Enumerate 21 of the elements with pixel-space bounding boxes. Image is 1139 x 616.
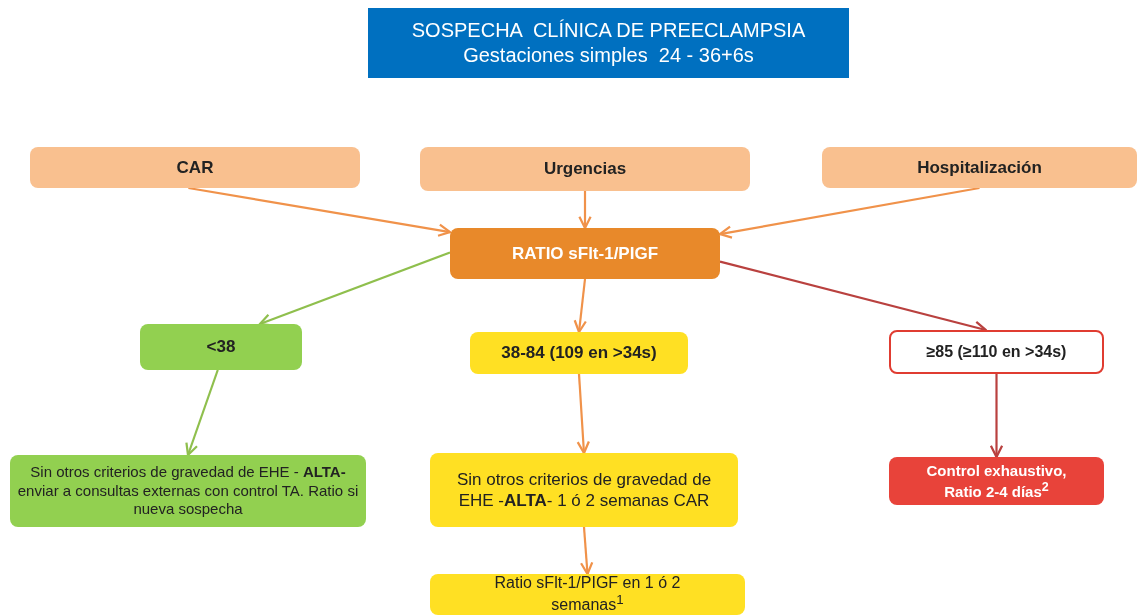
- result-box: 38-84 (109 en >34s): [470, 332, 688, 374]
- source-box: Hospitalización: [822, 147, 1137, 188]
- arrow: [578, 191, 592, 230]
- action-box: Sin otros criterios de gravedad de EHE -ALTA- 1 ó 2 semanas CAR: [430, 453, 738, 527]
- arrow: [188, 186, 452, 237]
- arrow: [576, 373, 590, 455]
- action-box: Sin otros criterios de gravedad de EHE - ALTA- enviar a consultas externas con control TA. Ratio si nueva sospecha: [10, 455, 366, 527]
- source-box: CAR: [30, 147, 360, 188]
- arrow: [573, 278, 587, 334]
- arrow: [989, 374, 1004, 459]
- title-banner: SOSPECHA CLÍNICA DE PREECLAMPSIA Gestaciones simples 24 - 36+6s: [368, 8, 849, 78]
- action-box: Ratio sFlt-1/PIGF en 1 ó 2 semanas$^{1}$: [430, 574, 745, 615]
- arrow: [718, 186, 980, 239]
- action-box: Control exhaustivo, Ratio 2-4 días$^{2}$: [889, 457, 1104, 505]
- result-box: <38: [140, 324, 302, 370]
- test-box: RATIO sFlt-1/PIGF: [450, 228, 720, 279]
- arrow: [258, 251, 451, 327]
- arrow: [579, 526, 594, 576]
- arrow: [185, 369, 219, 457]
- result-box: ≥85 (≥110 en >34s): [889, 330, 1104, 374]
- source-box: Urgencias: [420, 147, 750, 191]
